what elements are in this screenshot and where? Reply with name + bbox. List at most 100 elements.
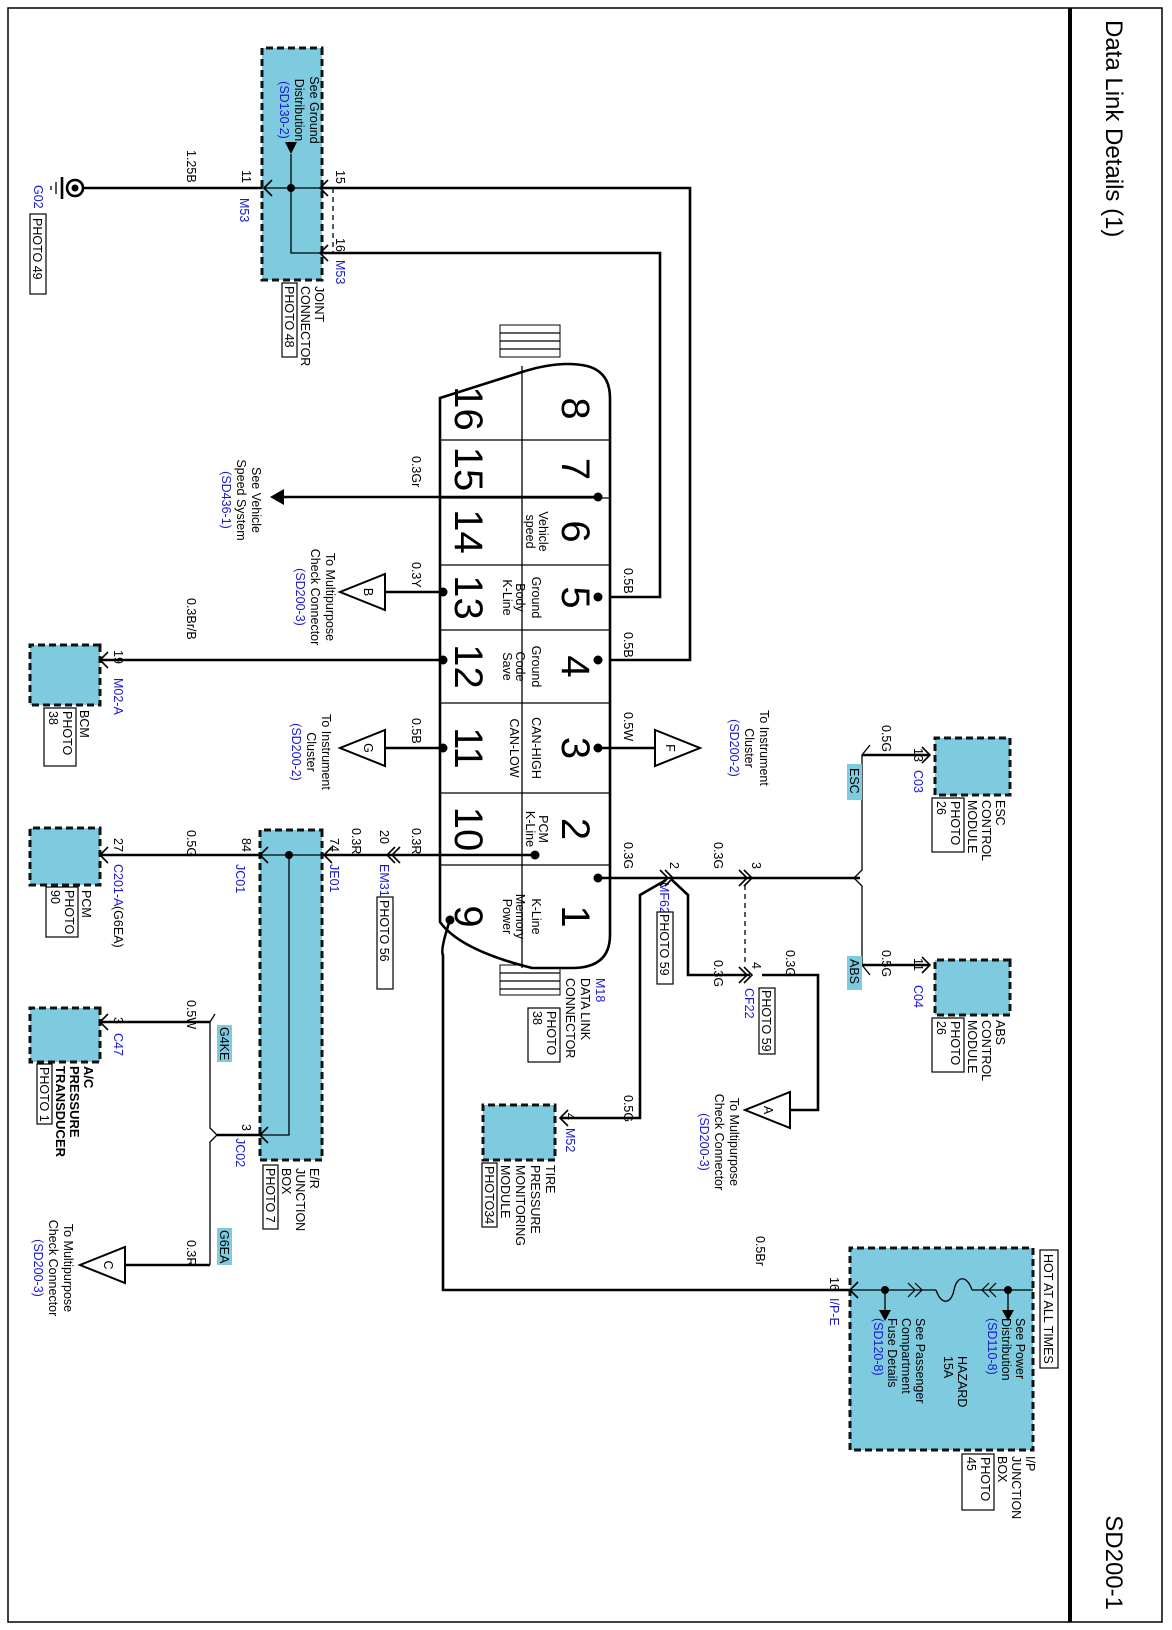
engine-tag-g6ea (217, 1228, 232, 1265)
photo-ref[interactable]: 26 (934, 1021, 948, 1035)
pcm-box[interactable] (28, 826, 102, 887)
bcm-box[interactable] (28, 643, 102, 707)
photo-ref[interactable]: PHOTO 59 (759, 990, 773, 1052)
ref-link[interactable]: (SD436-1) (219, 471, 233, 529)
connector-chevron-icon (738, 966, 749, 984)
ref-link[interactable]: (SD200-3) (31, 1239, 45, 1297)
photo-ref[interactable]: 38 (530, 1011, 544, 1025)
wire-label: 0.3Gr (409, 456, 423, 487)
ip-junction-box-rect[interactable] (848, 1246, 1035, 1452)
offpage-connector-b[interactable]: B (337, 572, 386, 612)
component-name: JUNCTION (293, 1168, 307, 1231)
ref-link[interactable]: (SD200-3) (293, 568, 307, 626)
dlc-pin-number: 11 (446, 727, 490, 769)
connector-id: C04 (911, 985, 925, 1008)
component-name: I/P (1023, 1456, 1037, 1471)
photo-ref[interactable]: PHOTO 1 (37, 1067, 51, 1122)
photo-ref[interactable]: PHOTO 59 (657, 914, 671, 976)
offpage-note: To Multipurpose (727, 1098, 741, 1186)
component-name: TRANSDUCER (53, 1066, 68, 1158)
photo-ref[interactable]: PHOTO (62, 890, 76, 934)
ac-pressure-transducer: 3 C47 A/C PRESSURE TRANSDUCER PHOTO 1 (28, 1006, 125, 1158)
power-note: See Power (1013, 1318, 1027, 1379)
ref-note: Speed System (234, 459, 248, 540)
page-border (7, 7, 1163, 1623)
photo-ref[interactable]: PHOTO 56 (377, 900, 391, 962)
connector-chevron-icon (322, 846, 333, 864)
pin-number: 20 (377, 830, 391, 844)
tpms-box[interactable] (481, 1103, 557, 1162)
offpage-connector-g[interactable]: G (337, 728, 386, 768)
pin-number: 15 (333, 170, 347, 184)
ref-link[interactable]: (SD200-3) (697, 1113, 711, 1171)
component-name: JOINT (312, 286, 326, 322)
wire-label: 0.5Br (753, 1236, 767, 1266)
wire-label: 0.5W (621, 712, 635, 741)
photo-ref[interactable]: 90 (48, 890, 62, 904)
offpage-connector-c[interactable]: C (77, 1245, 126, 1285)
component-name: MODULE (498, 1165, 512, 1218)
ac-transducer-box[interactable] (28, 1006, 102, 1064)
esc-box[interactable] (933, 736, 1012, 797)
connector-id: MF62 (657, 882, 671, 914)
photo-ref[interactable]: PHOTO 7 (263, 1168, 277, 1223)
er-junction-box-rect[interactable] (258, 828, 324, 1162)
dlc-pin-label: CAN-LOW (507, 718, 521, 777)
connector-chevron-icon (921, 746, 932, 764)
connector-id: JC01 (233, 864, 247, 893)
dlc-pin-number: 9 (446, 905, 490, 927)
connector-chevron-icon (558, 1109, 569, 1127)
component-name: E/R (307, 1168, 321, 1189)
wire-label: 0.3G (621, 842, 635, 869)
ref-link[interactable]: (SD200-2) (289, 723, 303, 781)
pin-number: 16 (333, 238, 347, 252)
dlc-pin-label: K-Line (529, 898, 543, 934)
page-title: Data Link Details (1) (1100, 20, 1127, 237)
photo-ref[interactable]: 45 (964, 1457, 978, 1471)
offpage-connector-a[interactable]: A (742, 1090, 791, 1130)
photo-ref[interactable]: 38 (46, 711, 60, 725)
photo-ref[interactable]: PHOTO (948, 1021, 962, 1065)
photo-ref[interactable]: PHOTO (60, 711, 74, 755)
photo-ref[interactable]: PHOTO 48 (282, 286, 296, 348)
offpage-note: Check Connector (308, 549, 322, 646)
pin-number: 11 (911, 958, 925, 971)
connector-chevron-icon (98, 1013, 109, 1031)
label: A (761, 1106, 775, 1115)
joint-connector-box[interactable] (260, 46, 324, 282)
connector-chevron-icon (258, 1126, 269, 1144)
ref-link[interactable]: (SD200-2) (727, 719, 741, 777)
photo-ref[interactable]: PHOTO (978, 1457, 992, 1501)
pin-number: 19 (111, 650, 125, 664)
component-name: CONNECTOR (298, 286, 312, 366)
arrow-icon (285, 142, 297, 154)
dlc-pin-label: Code (513, 652, 527, 682)
abs-tag (847, 956, 862, 990)
ref-link[interactable]: (SD110-8) (985, 1318, 999, 1375)
ip-junction-box: HOT AT ALL TIMES See Power Distribution … (827, 1246, 1059, 1519)
photo-ref[interactable]: 26 (934, 801, 948, 815)
abs-box[interactable] (933, 958, 1012, 1017)
dlc-outline[interactable] (438, 362, 612, 970)
offpage-note: Check Connector (712, 1094, 726, 1191)
ref-link[interactable]: (SD120-8) (871, 1318, 885, 1376)
arrow-icon (1002, 1310, 1014, 1321)
pin-number: 3 (749, 862, 763, 869)
hot-at-all-times-label: HOT AT ALL TIMES (1041, 1254, 1055, 1364)
component-name: BOX (995, 1456, 1009, 1483)
offpage-note: To Instrument (319, 714, 333, 790)
ref-link[interactable]: (SD130-2) (277, 81, 291, 139)
dlc-pin-number: 14 (446, 509, 490, 554)
photo-ref[interactable]: PHOTO (544, 1011, 558, 1055)
dlc-pin-label: Ground (529, 577, 543, 619)
component-name: ESC (993, 800, 1007, 826)
arrow-icon (879, 1310, 891, 1321)
offpage-connector-f[interactable]: F (654, 728, 703, 768)
photo-ref[interactable]: PHOTO34 (482, 1166, 496, 1224)
component-name: MODULE (965, 800, 979, 853)
ground-photo[interactable]: PHOTO 49 (30, 218, 44, 280)
ground-g02: G02 PHOTO 49 (29, 177, 85, 295)
connector-id: M53 (333, 260, 347, 284)
pin-number: 4 (749, 962, 763, 969)
photo-ref[interactable]: PHOTO (948, 801, 962, 845)
